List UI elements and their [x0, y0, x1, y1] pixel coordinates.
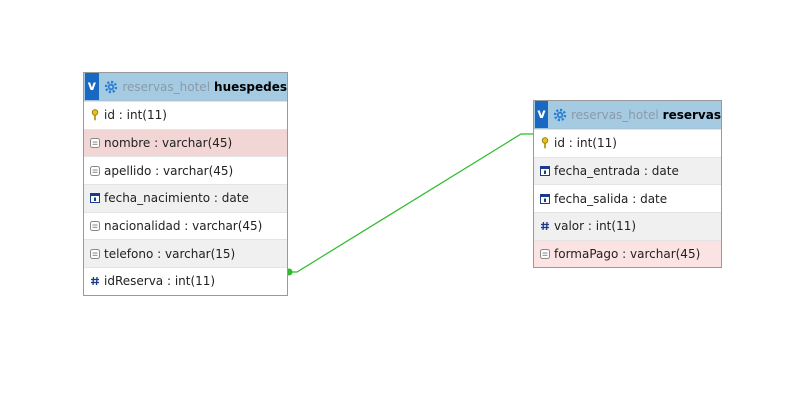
collapse-toggle-button[interactable]: v [85, 73, 99, 100]
table-reservas[interactable]: v reservas_hotel reservas id : int(11) f… [533, 100, 722, 269]
column-row[interactable]: idReserva : int(11) [84, 267, 287, 295]
column-row[interactable]: nacionalidad : varchar(45) [84, 211, 287, 240]
collapse-toggle-button[interactable]: v [535, 101, 549, 128]
column-row[interactable]: fecha_entrada : date [534, 156, 721, 185]
column-row[interactable]: telefono : varchar(15) [84, 239, 287, 268]
column-row[interactable]: id : int(11) [84, 101, 287, 129]
column-label: fecha_nacimiento : date [104, 191, 249, 206]
table-header[interactable]: v reservas_hotel reservas [534, 101, 721, 129]
table-header[interactable]: v reservas_hotel huespedes [84, 73, 287, 101]
date-column-icon [86, 191, 104, 205]
text-column-icon [86, 219, 104, 233]
column-label: valor : int(11) [554, 219, 637, 234]
table-name: huespedes [214, 79, 287, 94]
column-label: telefono : varchar(15) [104, 246, 236, 261]
table-name: reservas [662, 107, 721, 122]
number-column-icon [86, 274, 104, 288]
key-icon [86, 108, 104, 122]
date-column-icon [536, 164, 554, 178]
gear-icon[interactable] [103, 79, 119, 95]
database-name: reservas_hotel [122, 79, 211, 94]
column-row[interactable]: valor : int(11) [534, 212, 721, 240]
column-label: fecha_salida : date [554, 191, 668, 206]
column-row[interactable]: formaPago : varchar(45) [534, 239, 721, 268]
relation-line-idreserva-to-id[interactable] [287, 133, 533, 273]
text-column-icon [86, 164, 104, 178]
column-label: id : int(11) [554, 136, 617, 151]
number-column-icon [536, 219, 554, 233]
database-name: reservas_hotel [570, 107, 659, 122]
column-label: id : int(11) [104, 108, 167, 123]
column-label: idReserva : int(11) [104, 274, 216, 289]
column-row[interactable]: nombre : varchar(45) [84, 128, 287, 157]
key-icon [536, 136, 554, 150]
column-label: apellido : varchar(45) [104, 163, 234, 178]
text-column-icon [86, 247, 104, 261]
table-huespedes[interactable]: v reservas_hotel huespedes id : int(11) … [83, 72, 288, 296]
text-column-icon [536, 247, 554, 261]
column-label: nombre : varchar(45) [104, 136, 233, 151]
text-column-icon [86, 136, 104, 150]
column-label: nacionalidad : varchar(45) [104, 219, 263, 234]
column-row[interactable]: id : int(11) [534, 129, 721, 157]
gear-icon[interactable] [552, 107, 567, 123]
column-row[interactable]: fecha_nacimiento : date [84, 184, 287, 212]
date-column-icon [536, 192, 554, 206]
column-label: fecha_entrada : date [554, 164, 679, 179]
column-label: formaPago : varchar(45) [554, 247, 701, 262]
column-row[interactable]: apellido : varchar(45) [84, 156, 287, 184]
column-row[interactable]: fecha_salida : date [534, 184, 721, 212]
